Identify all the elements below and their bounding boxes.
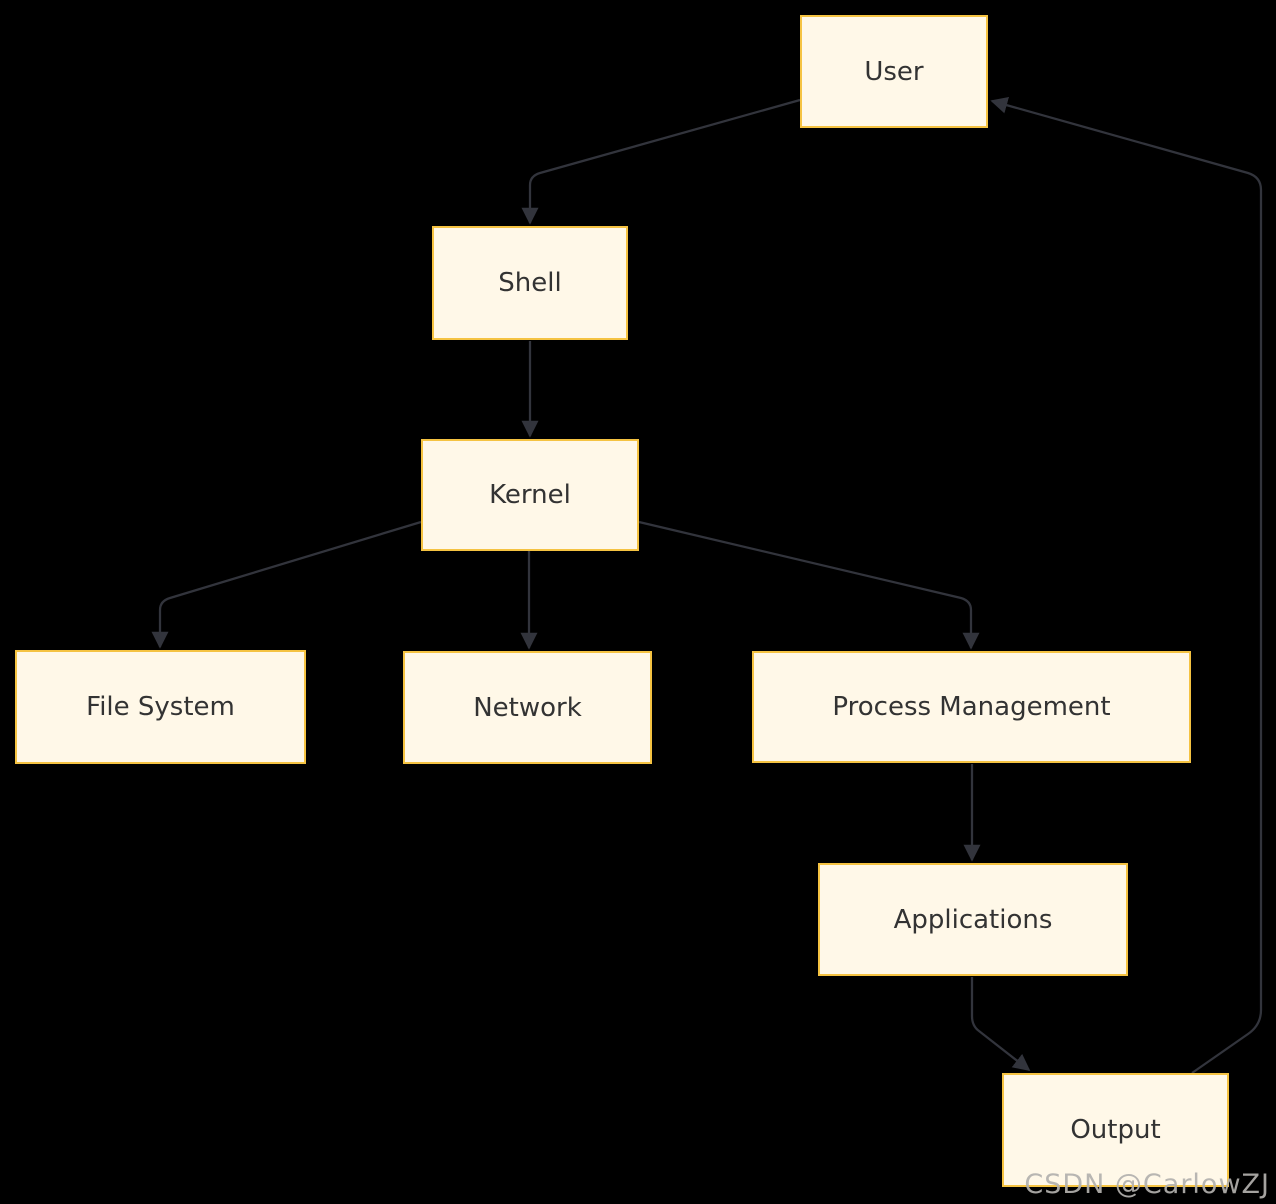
node-user-label: User [864, 56, 924, 87]
node-output: Output [1002, 1073, 1229, 1187]
node-user: User [800, 15, 988, 128]
node-kernel: Kernel [421, 439, 639, 551]
node-filesystem: File System [15, 650, 306, 764]
node-process-management-label: Process Management [832, 692, 1111, 722]
node-applications-label: Applications [893, 904, 1053, 935]
node-network: Network [403, 651, 652, 764]
node-output-label: Output [1070, 1115, 1161, 1145]
edge-kernel-to-process [638, 520, 980, 650]
node-shell: Shell [432, 226, 628, 340]
node-applications: Applications [818, 863, 1128, 976]
node-process-management: Process Management [752, 651, 1191, 763]
node-filesystem-label: File System [86, 692, 235, 722]
edge-kernel-to-filesystem [151, 520, 422, 649]
edge-output-to-user [990, 96, 1263, 1074]
node-kernel-label: Kernel [489, 480, 571, 510]
node-network-label: Network [473, 692, 582, 723]
edge-user-to-shell [521, 98, 801, 225]
edge-applications-to-output [970, 977, 1031, 1072]
node-shell-label: Shell [498, 268, 562, 298]
